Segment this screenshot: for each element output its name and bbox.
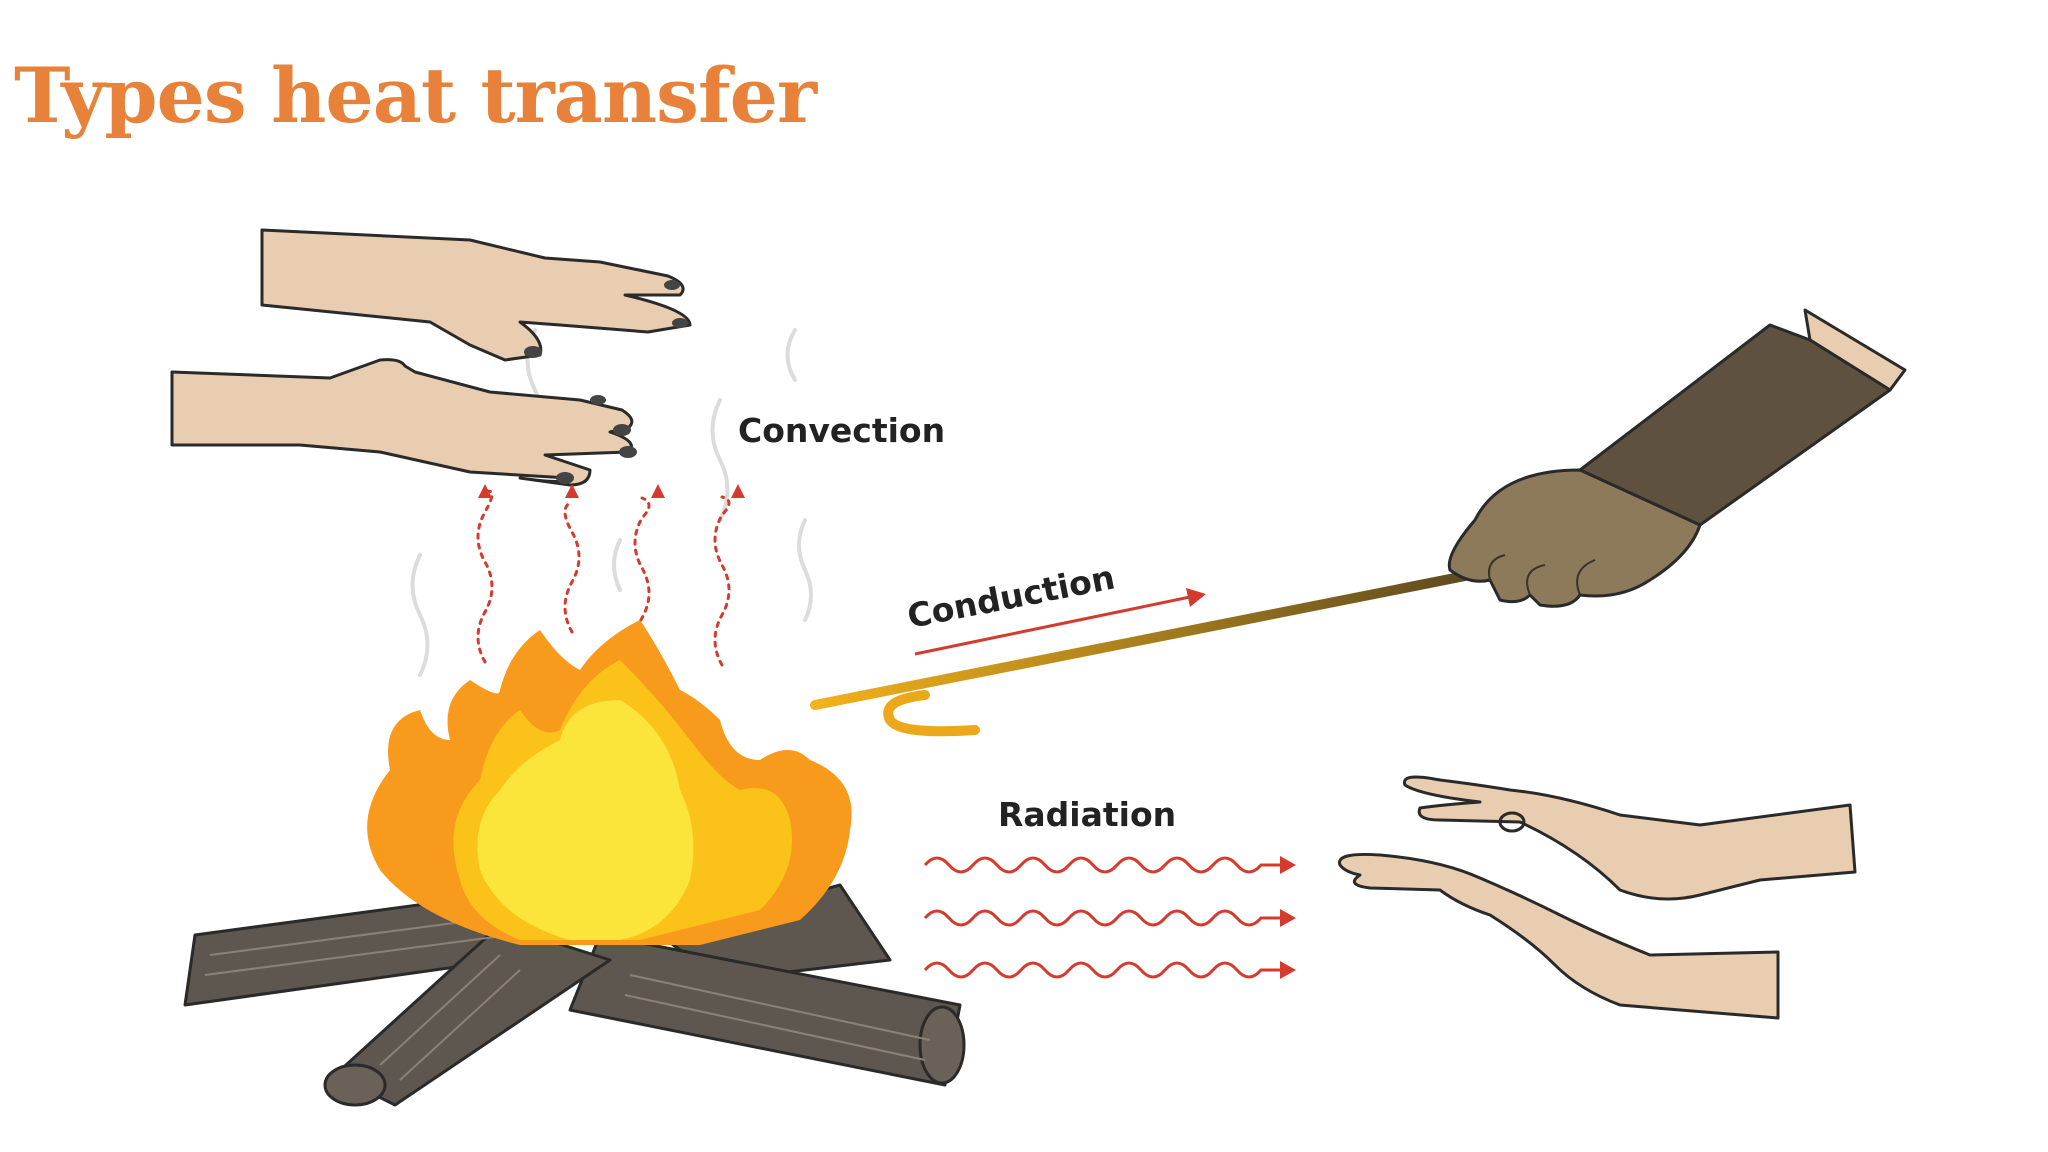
upper-hand xyxy=(260,228,692,362)
arrowhead xyxy=(1186,588,1206,607)
lower-hand xyxy=(1338,853,1780,1020)
arrowhead xyxy=(1280,961,1296,979)
radiation-label: Radiation xyxy=(998,795,1176,834)
thumb-knuckle xyxy=(1498,811,1526,833)
smoke-wisp xyxy=(710,398,730,522)
hand-skin xyxy=(170,358,634,487)
fingernail xyxy=(664,280,680,290)
radiation-wave-1 xyxy=(923,856,1296,874)
fingernail xyxy=(619,446,637,458)
campfire-flames xyxy=(367,620,852,945)
flame-inner xyxy=(477,700,694,940)
rod-hook xyxy=(883,690,980,737)
arrowhead xyxy=(1280,856,1296,874)
convection-arrow-4 xyxy=(713,484,745,667)
convection-arrows xyxy=(476,484,745,670)
convection-arrow-2 xyxy=(563,484,581,634)
arrowhead xyxy=(565,484,579,498)
smoke-wisp xyxy=(785,328,797,382)
lower-hand xyxy=(170,358,637,487)
log-end xyxy=(323,1063,387,1107)
conduction-rod xyxy=(810,570,1475,737)
fingernail xyxy=(613,424,631,436)
smoke-wisp xyxy=(410,553,430,677)
upper-hand xyxy=(1402,775,1857,901)
radiation-wave-3 xyxy=(923,961,1296,979)
log-end xyxy=(918,1005,966,1085)
log xyxy=(568,933,962,1087)
arrowhead xyxy=(1280,909,1296,927)
conduction-arm xyxy=(1447,308,1907,608)
glove xyxy=(1447,468,1702,608)
hand-skin xyxy=(1402,775,1857,901)
convection-label: Convection xyxy=(738,411,945,450)
radiation-wave-2 xyxy=(923,909,1296,927)
fingernail xyxy=(556,472,574,484)
glove-fingers xyxy=(1488,554,1596,596)
convection-arrow-3 xyxy=(633,484,665,670)
radiation-waves xyxy=(923,856,1296,979)
convection-hands xyxy=(170,228,692,487)
log xyxy=(333,923,612,1107)
conduction-label: Conduction xyxy=(904,557,1118,635)
arrowhead xyxy=(731,484,745,498)
conduction-arrow xyxy=(914,588,1206,656)
hand-skin xyxy=(1338,853,1780,1020)
fingernail xyxy=(590,395,606,405)
arrowhead xyxy=(651,484,665,498)
smoke-wisps xyxy=(410,328,813,677)
arrowhead xyxy=(478,484,492,498)
slide-title: Types heat transfer xyxy=(14,51,817,140)
smoke-wisp xyxy=(612,538,622,592)
radiation-hands xyxy=(1338,775,1857,1020)
hand-skin xyxy=(260,228,692,362)
fingernail xyxy=(672,318,688,328)
campfire-logs xyxy=(183,883,966,1107)
fingernail xyxy=(524,346,542,358)
smoke-wisp xyxy=(797,518,813,622)
convection-arrow-1 xyxy=(476,484,494,664)
